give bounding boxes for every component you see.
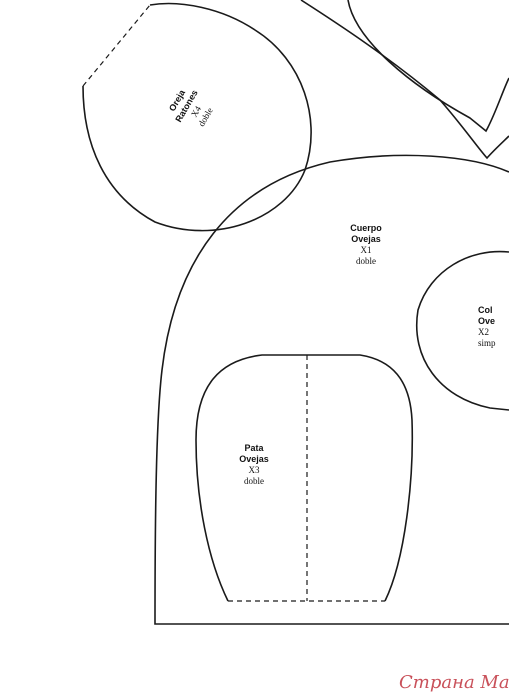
cola-qty: X2 — [478, 327, 489, 337]
cola-outline — [416, 250, 509, 411]
cola-fold: simp — [478, 338, 496, 348]
oreja-outline — [82, 2, 312, 232]
pata-name-line2: Ovejas — [239, 454, 269, 464]
cola-name-line2: Ove — [478, 316, 496, 326]
cuerpo-name-line2: Ovejas — [351, 234, 381, 244]
cola-label: Col Ove X2 simp — [478, 305, 509, 349]
pata-label: Pata Ovejas X3 doble — [219, 443, 289, 487]
cuerpo-outline — [154, 154, 509, 625]
cuerpo-name-line1: Cuerpo — [350, 223, 382, 233]
pata-outline — [195, 354, 414, 602]
cuerpo-qty: X1 — [360, 245, 372, 255]
top-piece-outline — [300, 0, 509, 160]
site-watermark: Страна Мам — [399, 672, 509, 693]
top-piece-inner-outline — [347, 0, 509, 133]
pata-fold: doble — [244, 476, 264, 486]
cuerpo-fold: doble — [356, 256, 376, 266]
cuerpo-label: Cuerpo Ovejas X1 doble — [331, 223, 401, 267]
pata-qty: X3 — [248, 465, 260, 475]
oreja-fold-line — [82, 4, 151, 87]
cola-name-line1: Col — [478, 305, 493, 315]
pata-name-line1: Pata — [244, 443, 264, 453]
